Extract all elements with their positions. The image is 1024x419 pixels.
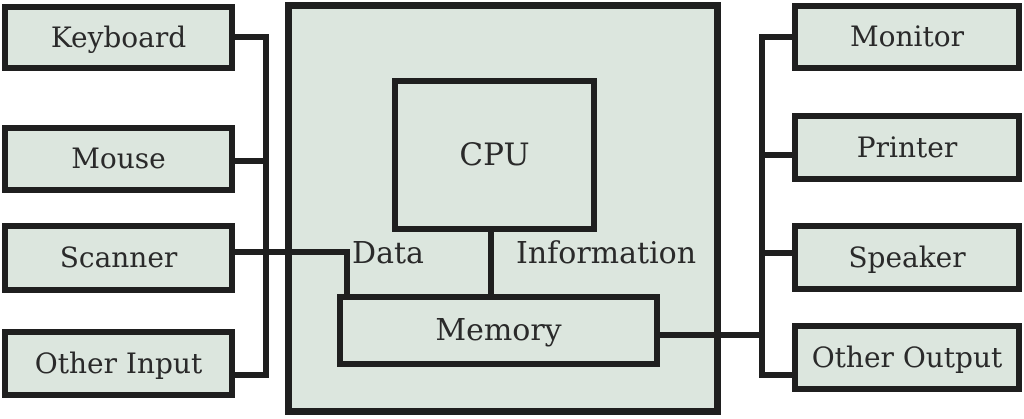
other-input-connector-line: [233, 372, 266, 378]
memory-label: Memory: [435, 312, 562, 348]
input-box-other-input: Other Input: [2, 329, 235, 398]
data-flow-label: Data: [352, 236, 424, 271]
cpu-label: CPU: [459, 136, 530, 173]
data-into-memory-line: [344, 251, 350, 297]
speaker-label: Speaker: [848, 240, 966, 274]
keyboard-connector-line: [233, 34, 266, 40]
printer-connector-line: [762, 152, 794, 158]
output-bus-line: [759, 34, 765, 378]
output-box-other-output: Other Output: [792, 323, 1022, 392]
output-box-speaker: Speaker: [792, 223, 1022, 292]
mouse-connector-line: [233, 158, 266, 164]
scanner-to-memory-line: [233, 249, 350, 255]
printer-label: Printer: [856, 130, 958, 164]
monitor-connector-line: [762, 34, 794, 40]
cpu-memory-line: [488, 228, 494, 297]
output-box-printer: Printer: [792, 113, 1022, 182]
input-box-mouse: Mouse: [2, 125, 235, 193]
information-flow-label: Information: [516, 236, 697, 271]
other-input-label: Other Input: [34, 346, 203, 380]
scanner-label: Scanner: [59, 241, 178, 274]
input-bus-line: [263, 34, 269, 378]
monitor-label: Monitor: [849, 20, 964, 53]
keyboard-label: Keyboard: [50, 20, 187, 54]
memory-box: Memory: [337, 294, 660, 367]
input-box-scanner: Scanner: [2, 223, 235, 293]
memory-output-line: [655, 332, 765, 338]
other-output-label: Other Output: [811, 340, 1003, 374]
other-output-connector-line: [762, 372, 794, 378]
speaker-connector-line: [762, 250, 794, 256]
mouse-label: Mouse: [71, 142, 166, 175]
input-box-keyboard: Keyboard: [2, 4, 235, 71]
cpu-box: CPU: [392, 78, 597, 232]
output-box-monitor: Monitor: [792, 3, 1022, 71]
